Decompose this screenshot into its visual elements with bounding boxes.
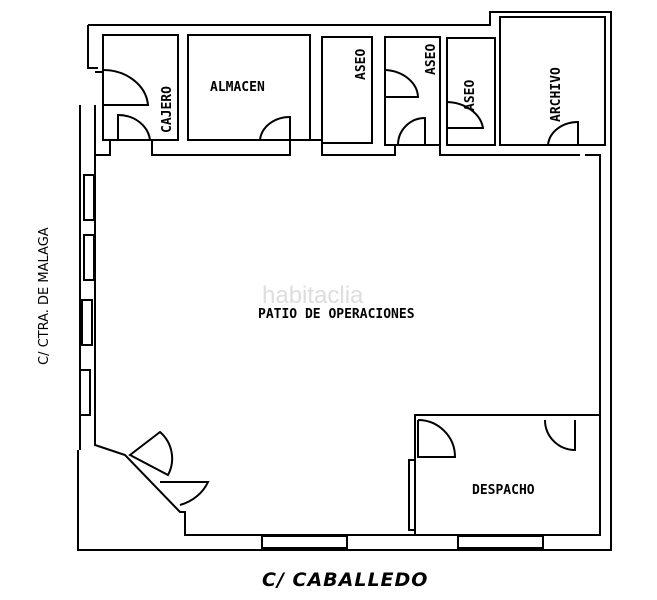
room-despacho — [414, 414, 600, 535]
label-cajero: CAJERO — [160, 86, 175, 133]
room-aseo-2 — [384, 36, 441, 146]
street-bottom: C/ CABALLEDO — [262, 569, 428, 591]
room-almacen — [187, 34, 311, 141]
label-aseo-3: ASEO — [463, 80, 478, 111]
label-despacho: DESPACHO — [472, 483, 535, 498]
despacho-window — [408, 459, 416, 531]
door-icons — [102, 68, 579, 506]
label-archivo: ARCHIVO — [549, 67, 564, 122]
room-archivo — [499, 16, 606, 146]
room-aseo-3 — [446, 37, 496, 146]
bottom-windows — [261, 535, 544, 549]
label-almacen: ALMACEN — [210, 80, 265, 95]
left-windows — [79, 174, 95, 416]
room-aseo-1 — [321, 36, 373, 144]
street-left: C/ CTRA. DE MALAGA — [37, 227, 52, 365]
label-aseo-2: ASEO — [424, 44, 439, 75]
label-patio: PATIO DE OPERACIONES — [258, 307, 415, 322]
room-cajero — [102, 34, 179, 141]
watermark: habitaclia — [262, 282, 364, 309]
label-aseo-1: ASEO — [354, 49, 369, 80]
